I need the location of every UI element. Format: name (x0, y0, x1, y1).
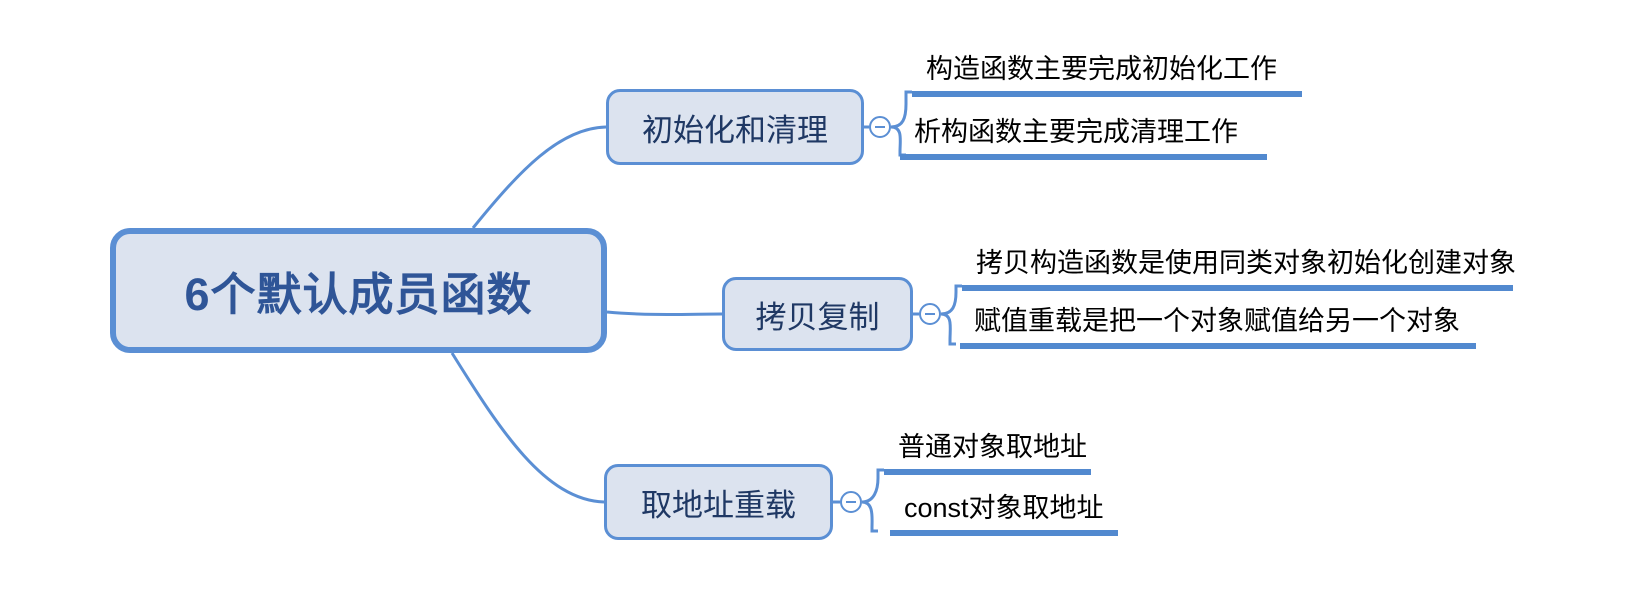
root-node-label: 6个默认成员函数 (184, 269, 533, 320)
branch-node-copy-assignment[interactable]: 拷贝复制 (722, 277, 913, 351)
collapse-toggle-branch-1[interactable] (869, 116, 891, 138)
connector-branch-3-to-leaf-1 (861, 468, 884, 504)
connector-branch-2-to-leaf-1 (940, 284, 962, 316)
leaf-node-copy-constructor[interactable]: 拷贝构造函数是使用同类对象初始化创建对象 (962, 241, 1516, 291)
branch-node-address-overload[interactable]: 取地址重载 (604, 464, 833, 540)
branch-node-label: 取地址重载 (641, 487, 796, 523)
collapse-toggle-branch-2[interactable] (919, 303, 941, 325)
branch-node-initialization-cleanup[interactable]: 初始化和清理 (606, 89, 864, 165)
root-node[interactable]: 6个默认成员函数 (110, 228, 607, 353)
leaf-node-const-object-address[interactable]: const对象取地址 (890, 486, 1118, 536)
connector-branch-2-to-leaf-2 (940, 312, 956, 346)
leaf-node-normal-object-address[interactable]: 普通对象取地址 (884, 425, 1091, 475)
leaf-node-assignment-overload[interactable]: 赋值重载是把一个对象赋值给另一个对象 (960, 299, 1476, 349)
leaf-node-destructor[interactable]: 析构函数主要完成清理工作 (900, 110, 1267, 160)
collapse-toggle-branch-3[interactable] (840, 491, 862, 513)
connector-root-to-branch-3 (450, 352, 605, 504)
connector-branch-3-to-leaf-2 (861, 500, 878, 533)
branch-node-label: 拷贝复制 (755, 299, 880, 335)
leaf-node-constructor[interactable]: 构造函数主要完成初始化工作 (912, 47, 1302, 97)
branch-node-label: 初始化和清理 (642, 112, 828, 148)
connector-root-to-branch-2 (606, 310, 723, 316)
connector-root-to-branch-1 (471, 125, 607, 229)
